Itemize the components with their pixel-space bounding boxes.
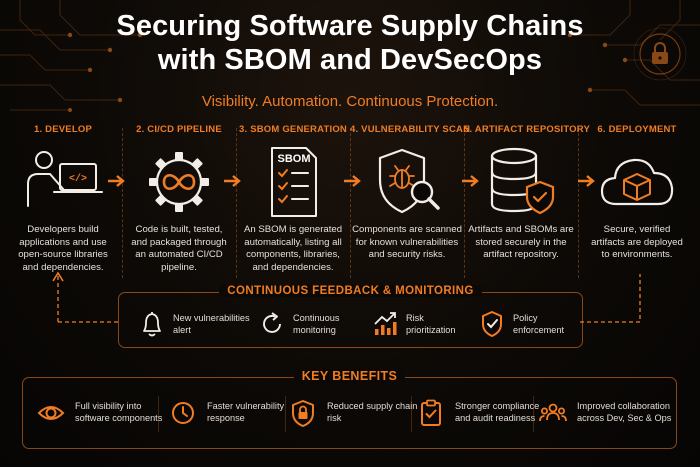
shield-bug-search-icon xyxy=(364,146,450,218)
arrow-right-icon xyxy=(224,175,241,187)
chart-up-icon xyxy=(374,312,397,335)
svg-text:</>: </> xyxy=(69,173,87,185)
step-label: 3. SBOM GENERATION xyxy=(239,124,347,135)
refresh-icon xyxy=(263,312,281,333)
cloud-box-icon xyxy=(594,146,680,218)
key-benefits-panel: KEY BENEFITS Full visibility into softwa… xyxy=(22,369,677,449)
step-label: 6. DEPLOYMENT xyxy=(597,124,677,135)
team-icon xyxy=(539,403,567,422)
page-title-line-1: Securing Software Supply Chains xyxy=(116,10,584,42)
benefit-divider xyxy=(158,396,159,432)
developer-laptop-icon: </> xyxy=(20,146,106,218)
feedback-monitoring-panel: CONTINUOUS FEEDBACK & MONITORING New vul… xyxy=(118,285,583,348)
step-deployment: 6. DEPLOYMENT Secure, verified artifacts… xyxy=(580,124,694,289)
step-divider xyxy=(464,128,465,278)
benefit-divider xyxy=(411,396,412,432)
step-description: Developers build applications and use op… xyxy=(18,224,108,273)
benefit-divider xyxy=(533,396,534,432)
clipboard-check-icon xyxy=(421,399,441,426)
step-label: 1. DEVELOP xyxy=(34,124,92,135)
step-vulnerability-scan: 4. VULNERABILITY SCAN Components are sca… xyxy=(350,124,471,289)
infinity-gear-icon xyxy=(136,146,222,218)
step-label: 5. ARTIFACT REPOSITORY xyxy=(464,124,590,135)
arrow-right-icon xyxy=(578,175,595,187)
step-sbom-generation: 3. SBOM GENERATION SBOM An SBOM is gener… xyxy=(236,124,350,289)
feedback-connector-right xyxy=(580,274,641,323)
step-divider xyxy=(578,128,579,278)
step-label: 4. VULNERABILITY SCAN xyxy=(350,124,471,135)
shield-check-icon xyxy=(482,311,502,337)
benefit-divider xyxy=(285,396,286,432)
page-subtitle: Visibility. Automation. Continuous Prote… xyxy=(201,93,499,110)
pipeline-steps: 1. DEVELOP </> Developers build applicat… xyxy=(6,124,694,289)
benefits-title: KEY BENEFITS xyxy=(293,369,406,383)
step-divider xyxy=(236,128,237,278)
step-description: Artifacts and SBOMs are stored securely … xyxy=(468,224,574,260)
step-description: An SBOM is generated automatically, list… xyxy=(243,224,343,273)
page-title: Securing Software Supply Chains with SBO… xyxy=(0,9,700,77)
bell-icon xyxy=(143,312,161,337)
lock-shield-icon xyxy=(292,400,314,427)
step-cicd-pipeline: 2. CI/CD PIPELINE xyxy=(122,124,236,289)
step-description: Secure, verified artifacts are deployed … xyxy=(591,224,683,260)
database-shield-icon xyxy=(478,146,564,218)
step-label: 2. CI/CD PIPELINE xyxy=(136,124,222,135)
page-title-line-2: with SBOM and DevSecOps xyxy=(157,44,543,76)
clock-icon xyxy=(172,402,194,424)
arrow-right-icon xyxy=(344,175,361,187)
feedback-connector-left xyxy=(52,271,118,323)
sbom-document-icon: SBOM xyxy=(250,146,336,218)
circuit-decoration-left-icon xyxy=(0,0,143,112)
arrow-right-icon xyxy=(462,175,479,187)
circuit-decoration-right-icon xyxy=(567,0,700,106)
sbom-document-label: SBOM xyxy=(278,153,311,165)
feedback-title: CONTINUOUS FEEDBACK & MONITORING xyxy=(219,285,482,297)
step-develop: 1. DEVELOP </> Developers build applicat… xyxy=(6,124,120,289)
step-artifact-repository: 5. ARTIFACT REPOSITORY Artifacts and SBO… xyxy=(464,124,590,289)
step-divider xyxy=(350,128,351,278)
step-description: Components are scanned for known vulnera… xyxy=(352,224,462,260)
eye-icon xyxy=(37,406,65,420)
step-divider xyxy=(122,128,123,278)
arrow-right-icon xyxy=(108,175,125,187)
step-description: Code is built, tested, and packaged thro… xyxy=(131,224,227,273)
